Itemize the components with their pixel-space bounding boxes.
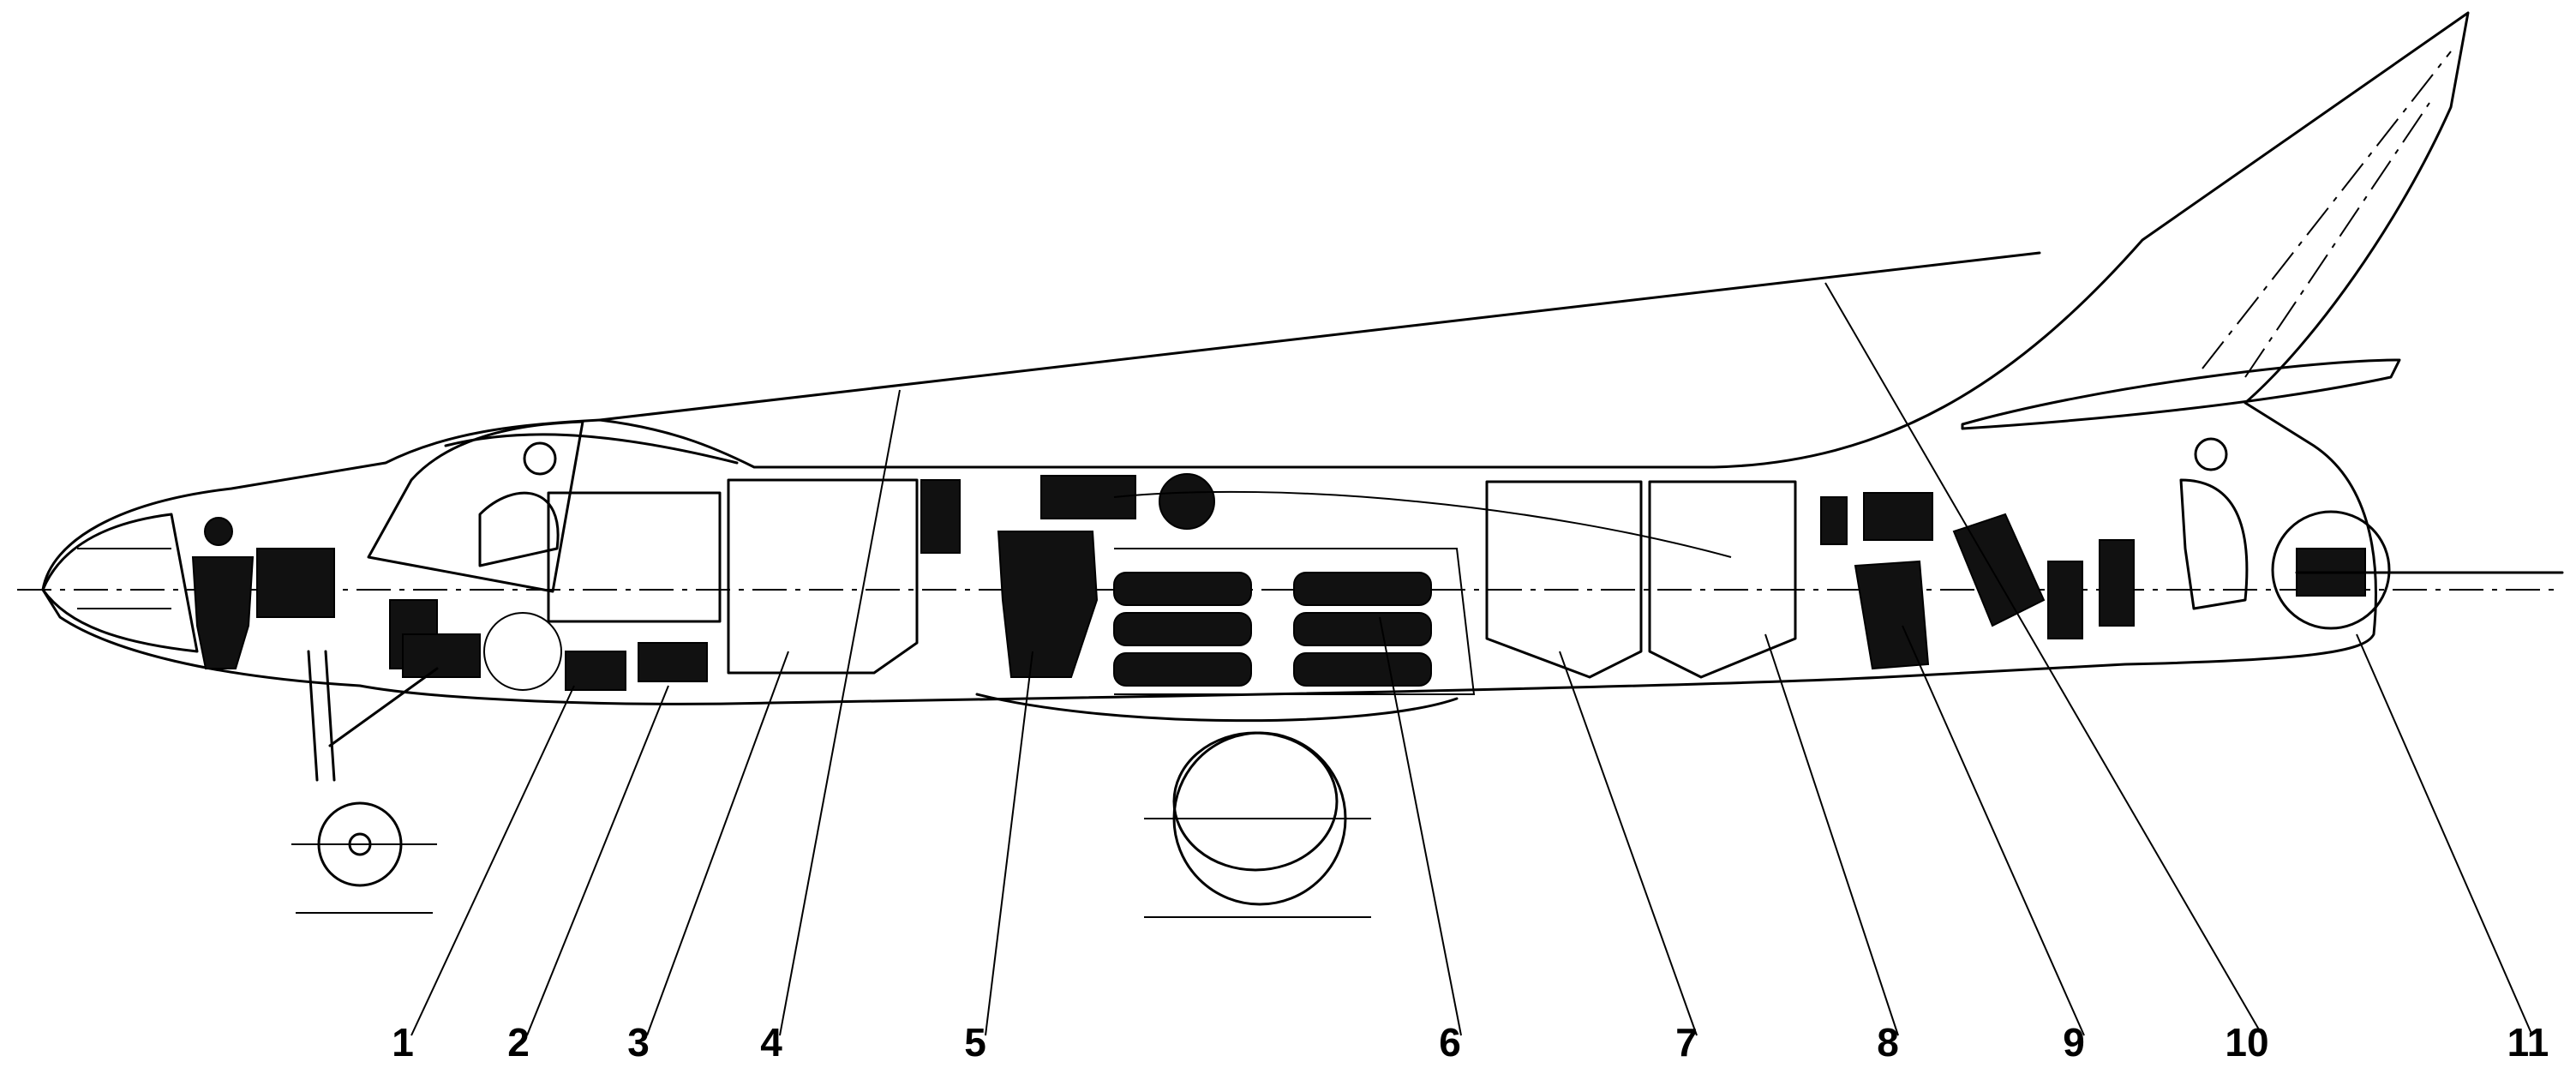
engine-nacelle-lower bbox=[975, 693, 1459, 723]
canopy bbox=[367, 420, 584, 593]
callout-label-4: 4 bbox=[760, 1020, 782, 1065]
main-landing-gear bbox=[1144, 731, 1371, 918]
forward-cannon bbox=[402, 633, 481, 678]
canopy-frame bbox=[444, 433, 739, 465]
callout-10: 10 bbox=[1824, 282, 2269, 1065]
callout-label-7: 7 bbox=[1675, 1020, 1698, 1065]
callout-label-9: 9 bbox=[2063, 1020, 2085, 1065]
equipment-block-2 bbox=[565, 651, 626, 691]
callout-6: 6 bbox=[1379, 616, 1462, 1065]
pilot-figure bbox=[478, 441, 560, 567]
callout-9: 9 bbox=[1902, 625, 2085, 1065]
nose-glazing bbox=[41, 513, 199, 653]
callout-5: 5 bbox=[964, 651, 1033, 1065]
callout-1: 1 bbox=[392, 685, 575, 1065]
navigator-figure bbox=[191, 517, 255, 669]
callout-label-2: 2 bbox=[507, 1020, 530, 1065]
rear-fuel-tank-1 bbox=[1485, 480, 1643, 679]
callout-4: 4 bbox=[760, 389, 901, 1065]
callout-2: 2 bbox=[507, 685, 669, 1065]
bomb-bay bbox=[920, 473, 1476, 695]
callout-11: 11 bbox=[2356, 633, 2549, 1065]
wing-root-line bbox=[1113, 490, 1732, 558]
equipment-block-3 bbox=[638, 642, 708, 682]
callout-label-10: 10 bbox=[2225, 1020, 2268, 1065]
callout-7: 7 bbox=[1559, 651, 1698, 1065]
cockpit-panel bbox=[547, 491, 722, 623]
dorsal-line bbox=[598, 251, 2041, 422]
aft-equipment bbox=[1820, 492, 2135, 670]
radio-equipment bbox=[256, 548, 335, 618]
callout-label-11: 11 bbox=[2507, 1020, 2549, 1065]
callout-label-6: 6 bbox=[1439, 1020, 1461, 1065]
fin-spar-2 bbox=[2244, 102, 2430, 378]
bomb-rack-1 bbox=[1113, 572, 1252, 687]
callout-3: 3 bbox=[627, 651, 789, 1065]
fin-spar-1 bbox=[2202, 51, 2452, 369]
horizontal-stabilizer bbox=[1961, 358, 2401, 430]
bomb-rack-2 bbox=[1293, 572, 1432, 687]
callout-label-3: 3 bbox=[627, 1020, 650, 1065]
rear-fuel-tank-2 bbox=[1648, 480, 1797, 679]
tail-turret bbox=[2271, 510, 2564, 630]
callout-8: 8 bbox=[1764, 633, 1899, 1065]
radar-drum bbox=[483, 612, 562, 691]
callout-label-5: 5 bbox=[964, 1020, 986, 1065]
tail-gunner-figure bbox=[2179, 437, 2249, 610]
nose-landing-gear bbox=[291, 650, 439, 914]
callout-label-8: 8 bbox=[1877, 1020, 1899, 1065]
forward-fuel-tank bbox=[727, 478, 919, 675]
callout-label-1: 1 bbox=[392, 1020, 414, 1065]
